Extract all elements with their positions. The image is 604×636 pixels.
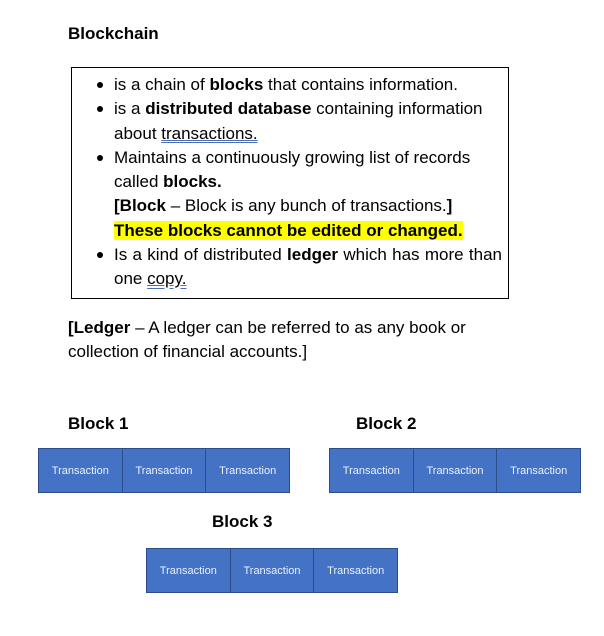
bullet-text: Maintains a continuously growing list of… [114, 147, 471, 192]
block-2: Transaction Transaction Transaction [329, 448, 581, 493]
bullet-text: containing information about [114, 99, 483, 143]
highlighted-statement: These blocks cannot be edited or changed… [114, 220, 463, 240]
block-bracket-open: [Block [114, 196, 166, 216]
ledger-term: [Ledger [68, 318, 131, 337]
bullet-text: which has more than one [114, 245, 502, 289]
bullet-dot-icon [97, 252, 103, 259]
bullet-dot-icon [97, 82, 103, 88]
transaction-cell: Transaction [230, 549, 315, 592]
bullet-text: is a chain of [114, 75, 210, 94]
bullet-item-records: Maintains a continuously growing list of… [97, 146, 502, 243]
bullet-bold: ledger [287, 245, 339, 265]
bullet-text: is a [114, 99, 146, 119]
bullet-list: is a chain of blocks that contains infor… [97, 73, 502, 292]
transaction-cell: Transaction [206, 449, 290, 492]
bullet-item-database: is a distributed database containing inf… [97, 97, 502, 146]
definition-box: is a chain of blocks that contains infor… [71, 67, 509, 299]
transaction-cell: Transaction [497, 449, 581, 492]
transactions-link[interactable]: transactions. [161, 123, 258, 143]
transaction-cell: Transaction [122, 449, 207, 492]
block-bracket-close: ] [446, 196, 453, 216]
bullet-bold: blocks [209, 75, 264, 94]
block-2-label: Block 2 [356, 414, 417, 433]
block-1: Transaction Transaction Transaction [38, 448, 290, 493]
transaction-cell: Transaction [39, 449, 123, 492]
bullet-bold: blocks. [163, 172, 222, 192]
transaction-cell: Transaction [330, 449, 414, 492]
transaction-cell: Transaction [147, 549, 231, 592]
transaction-cell: Transaction [413, 449, 498, 492]
ledger-note: [Ledger – A ledger can be referred to as… [68, 316, 508, 364]
bullet-item-ledger: Is a kind of distributed ledger which ha… [97, 243, 502, 292]
bullet-dot-icon [97, 106, 103, 113]
block-3-label: Block 3 [212, 512, 273, 531]
bullet-text: that contains information. [263, 75, 458, 94]
copy-link[interactable]: copy. [147, 269, 187, 289]
bullet-dot-icon [97, 154, 103, 161]
bullet-text: Is a kind of distributed [114, 245, 288, 265]
ledger-definition: – A ledger can be referred to as any boo… [68, 318, 466, 361]
block-definition: – Block is any bunch of transactions. [165, 196, 447, 216]
block-1-label: Block 1 [68, 414, 129, 433]
bullet-bold: distributed database [145, 99, 312, 119]
page-title: Blockchain [68, 24, 159, 43]
block-3: Transaction Transaction Transaction [146, 548, 398, 593]
transaction-cell: Transaction [314, 549, 398, 592]
bullet-item-chain: is a chain of blocks that contains infor… [97, 73, 502, 97]
